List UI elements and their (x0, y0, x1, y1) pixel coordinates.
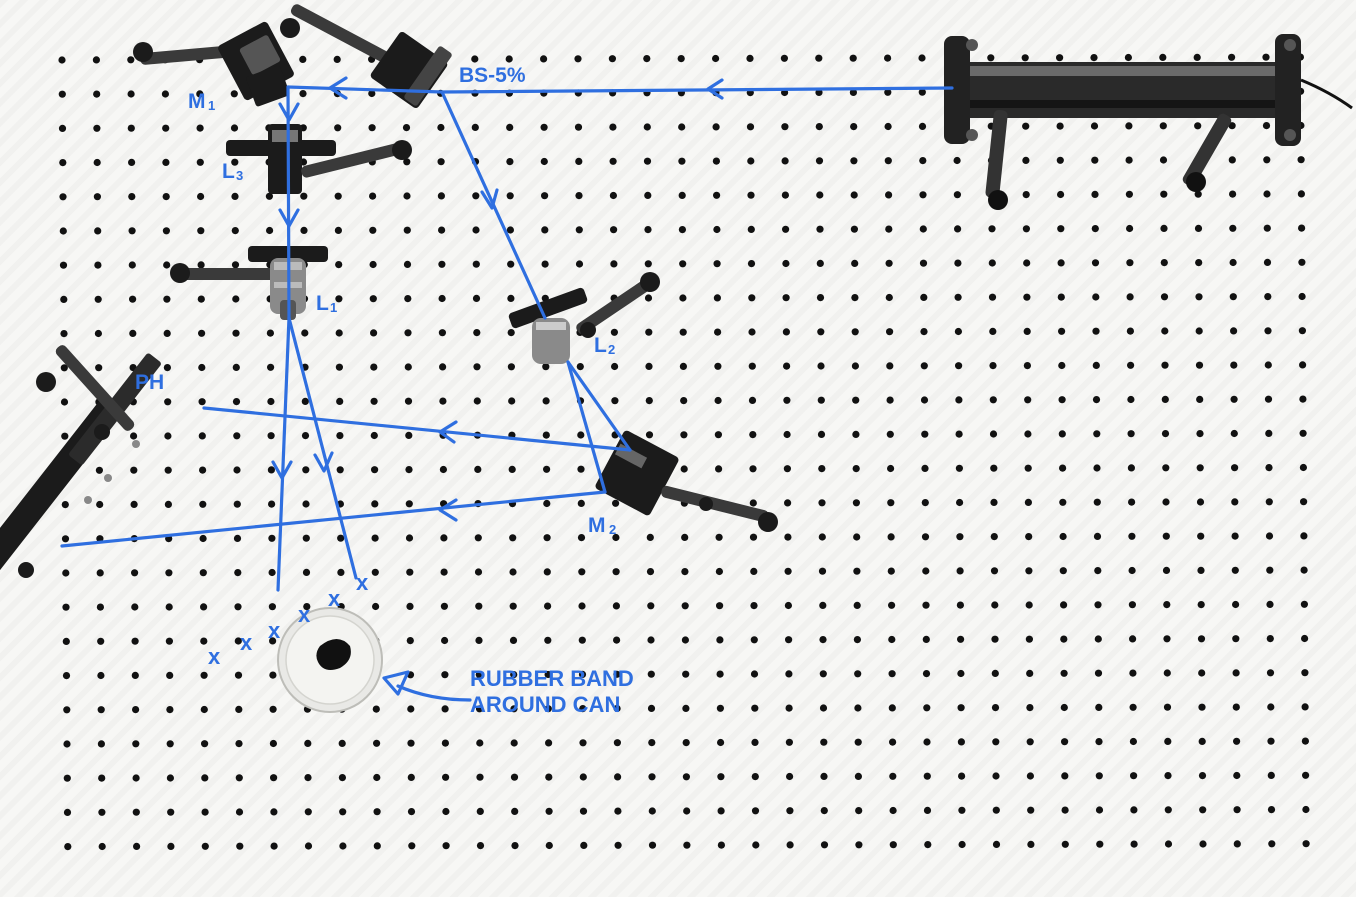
x-mark: x (240, 630, 253, 655)
label-l1: L (316, 292, 329, 315)
label-l2: L (594, 334, 607, 357)
can-with-rubber-band (277, 607, 383, 713)
laser-tube (944, 34, 1353, 210)
label-m2-sub: 2 (609, 522, 616, 537)
label-m1-sub: 1 (208, 98, 215, 113)
x-mark: x (328, 586, 341, 611)
mirror-m1-mount (133, 21, 294, 107)
label-m1: M (188, 90, 206, 113)
pegboard-holes (58, 53, 1310, 851)
mirror-m2-mount (595, 430, 778, 532)
label-ph: PH (135, 371, 164, 394)
x-mark: x (208, 644, 221, 669)
label-bs: BS-5% (459, 64, 526, 87)
label-l2-sub: 2 (608, 342, 615, 357)
label-m2: M (588, 514, 606, 537)
lens-l2-mount (508, 272, 660, 364)
lens-l1-mount (170, 246, 328, 320)
beam-direction-arrows (271, 76, 724, 702)
lens-l3-mount (226, 124, 412, 194)
x-mark: x (268, 618, 281, 643)
pinhole-holder (0, 345, 161, 588)
note-rubber-band: RUBBER BAND (470, 666, 634, 691)
label-l3: L (222, 160, 235, 183)
x-mark: x (356, 570, 369, 595)
label-l3-sub: 3 (236, 168, 243, 183)
note-around-can: AROUND CAN (470, 692, 620, 717)
label-l1-sub: 1 (330, 300, 337, 315)
x-mark: x (298, 602, 311, 627)
